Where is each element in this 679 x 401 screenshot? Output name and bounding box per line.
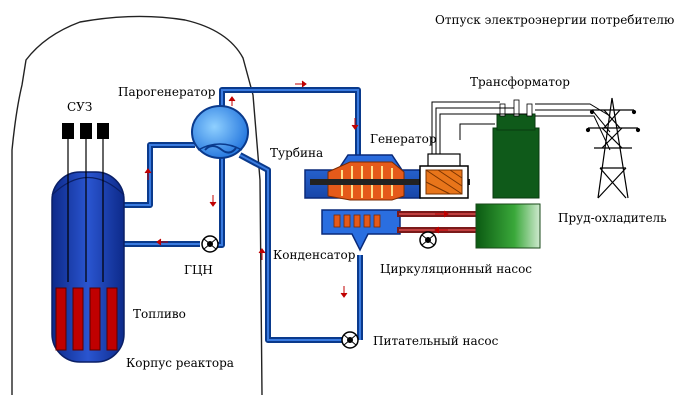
label-reactor-vessel: Корпус реактора: [126, 356, 234, 370]
control-rods: [62, 123, 109, 282]
label-control-rods: СУЗ: [67, 100, 93, 114]
label-circulation-pump: Циркуляционный насос: [380, 262, 533, 276]
steam-generator: [191, 105, 249, 159]
label-cooling-pond: Пруд-охладитель: [558, 211, 667, 225]
fuel-rods: [55, 287, 118, 351]
transmission-tower: [585, 97, 641, 199]
label-fuel: Топливо: [133, 307, 186, 321]
label-transformer: Трансформатор: [470, 75, 570, 89]
label-feed-pump: Питательный насос: [373, 334, 499, 348]
label-steam-generator: Парогенератор: [118, 85, 216, 99]
main-circulation-pump: [201, 235, 219, 253]
label-turbine: Турбина: [270, 146, 324, 160]
label-condenser: Конденсатор: [273, 248, 356, 262]
generator: [419, 153, 469, 199]
cooling-pond: [475, 203, 541, 249]
label-generator: Генератор: [370, 132, 437, 146]
label-power-delivery: Отпуск электроэнергии потребителю: [435, 13, 675, 27]
primary-loop-pipes: [124, 142, 225, 248]
circulation-pump: [419, 231, 437, 249]
flow-arrows: [144, 80, 449, 298]
transformer: [492, 99, 540, 199]
condenser: [321, 209, 401, 252]
label-main-circulation-pump: ГЦН: [184, 263, 213, 277]
turbine: [304, 154, 470, 201]
reactor-vessel: [51, 171, 125, 363]
feed-pump: [341, 331, 359, 349]
containment-building: [11, 15, 263, 396]
